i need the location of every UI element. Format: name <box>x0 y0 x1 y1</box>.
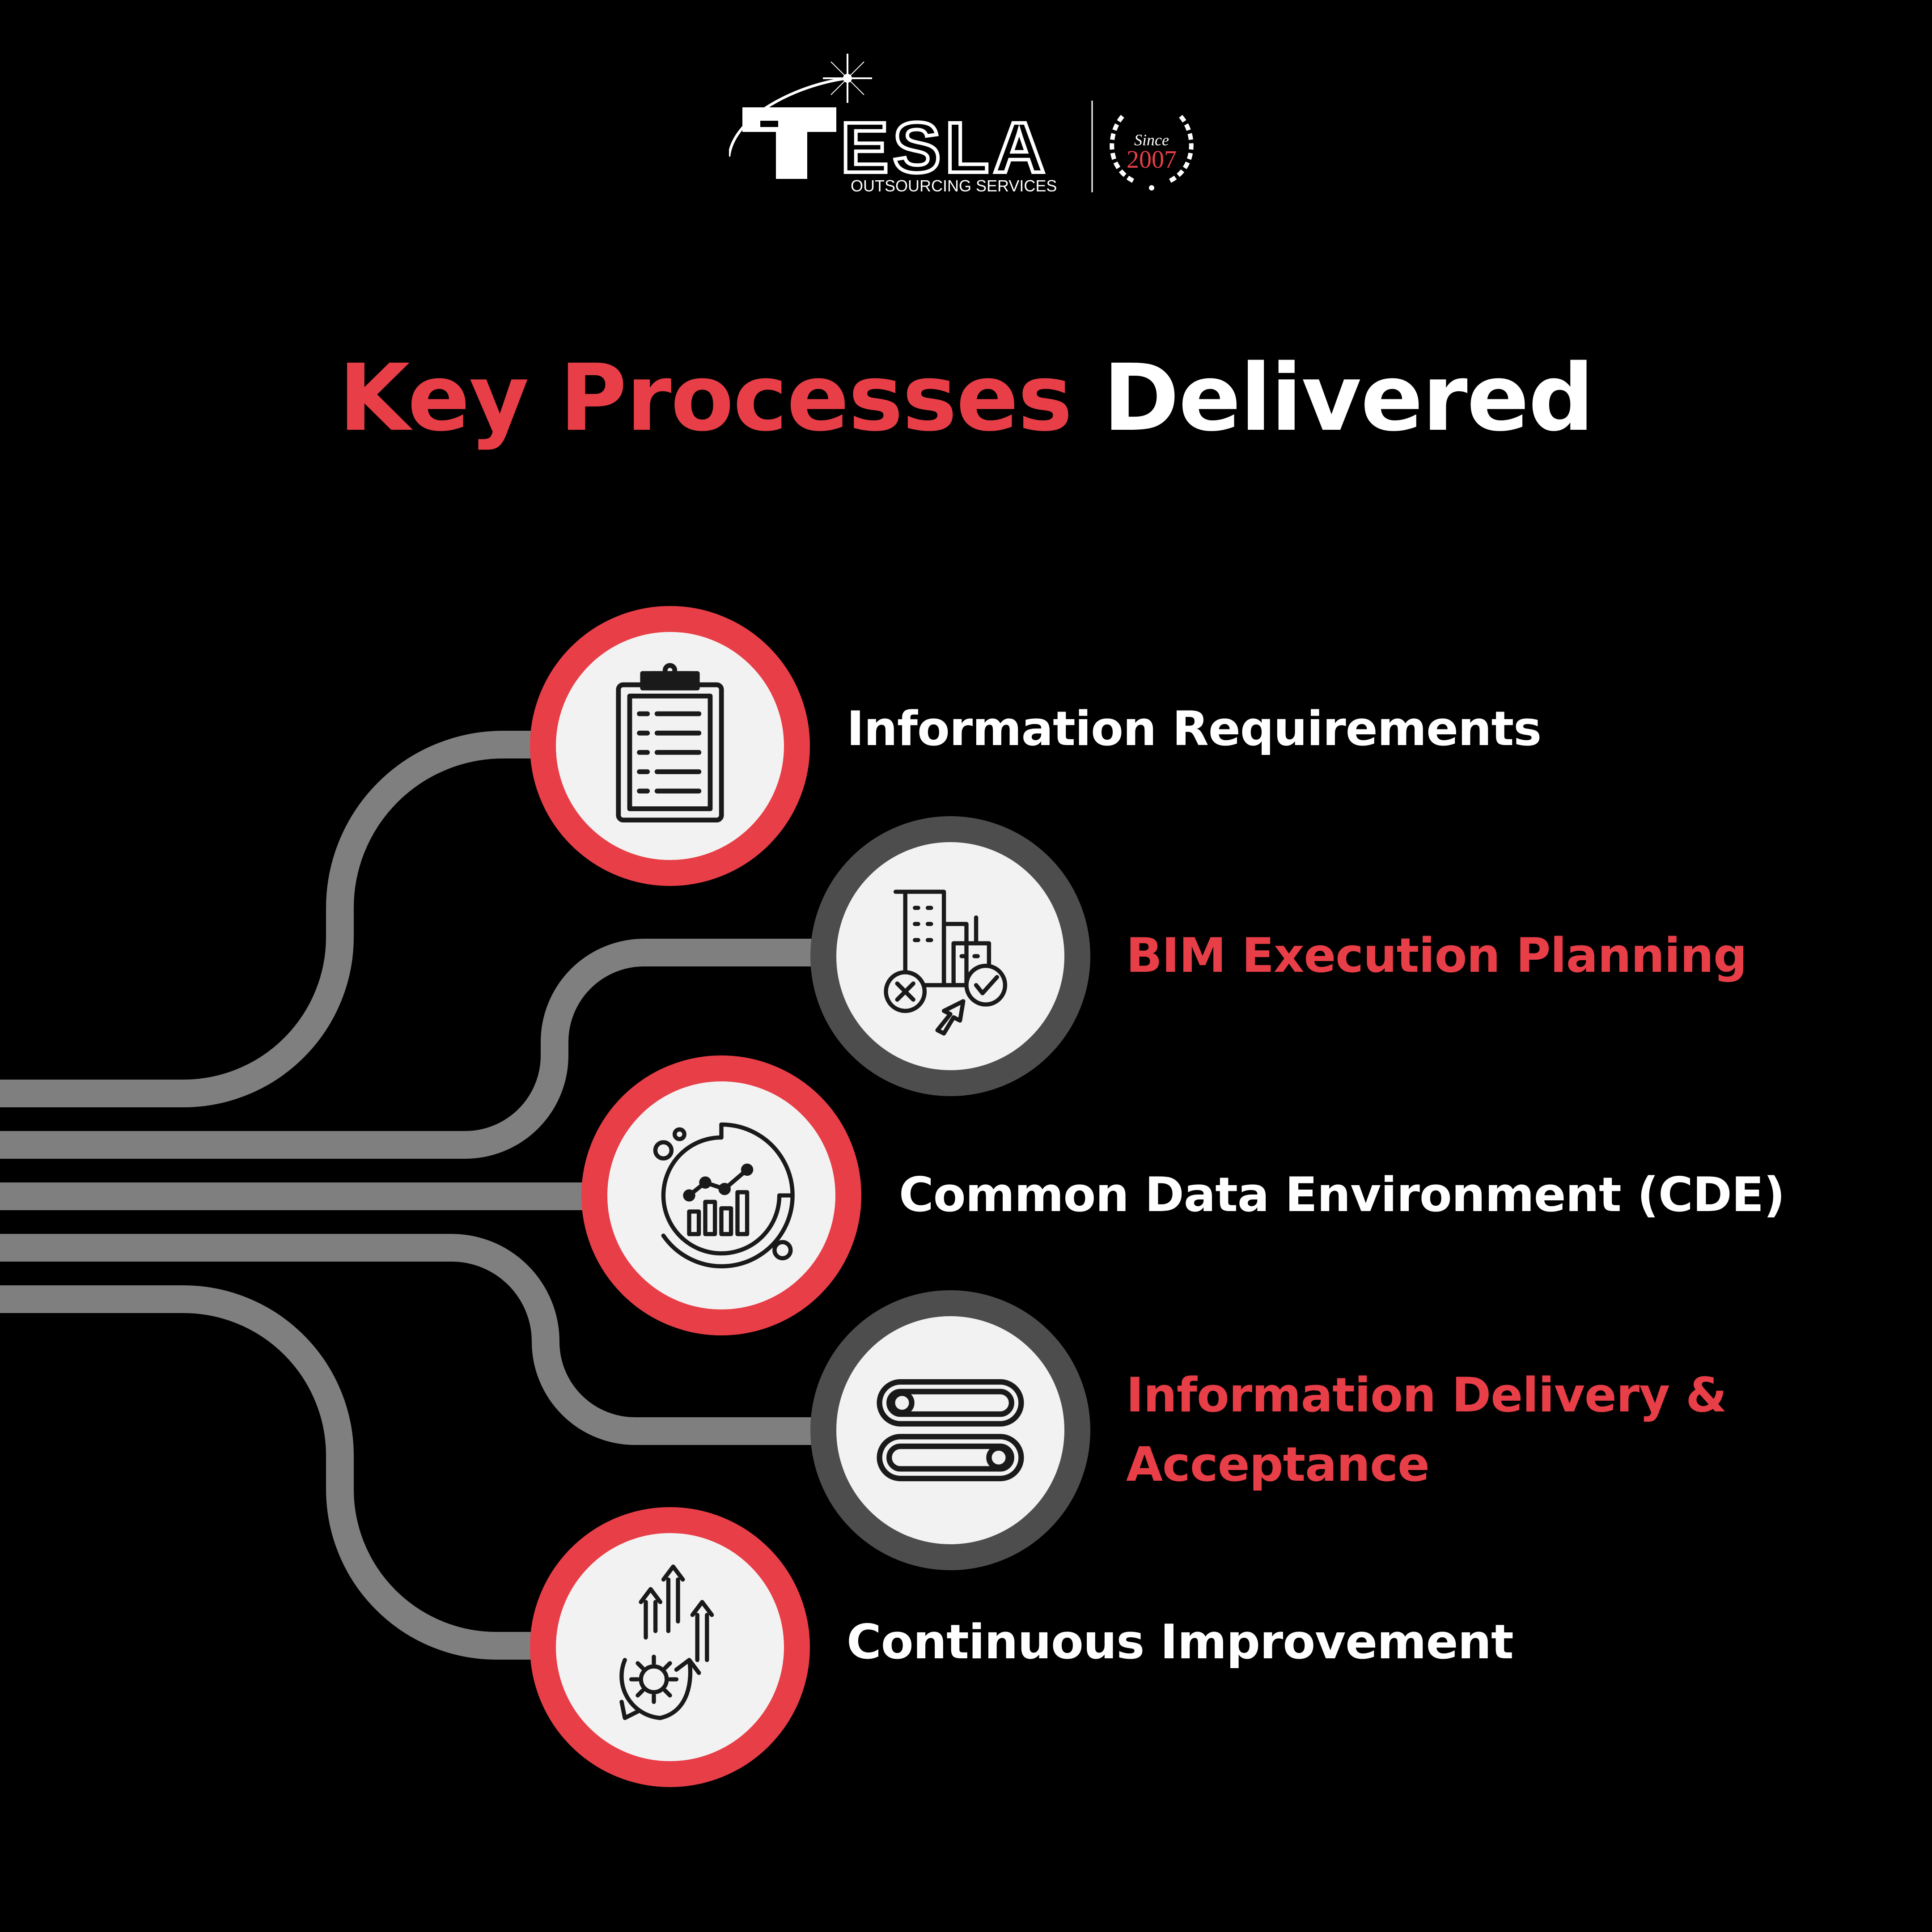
logo-subtitle: OUTSOURCING SERVICES <box>851 177 1057 195</box>
connector-5 <box>0 1285 534 1660</box>
connector-1 <box>0 731 534 1107</box>
since-year: 2007 <box>1127 146 1177 174</box>
step-2-label: BIM Execution Planning <box>1126 928 1747 983</box>
data-analytics-cycle-icon <box>653 1122 795 1269</box>
step-1-label: Information Requirements <box>847 701 1542 756</box>
step-5-label: Continuous Improvement <box>847 1614 1514 1669</box>
step-4-label-line2: Acceptance <box>1126 1437 1430 1492</box>
step-2-circle <box>810 816 1090 1096</box>
company-logo: ESLA OUTSOURCING SERVICES Since 2007 <box>729 54 1203 197</box>
tesla-logo-mark: ESLA OUTSOURCING SERVICES Since 2007 <box>729 54 1194 195</box>
connector-4 <box>0 1234 812 1445</box>
step-4-circle <box>810 1290 1090 1570</box>
step-4-label-line1: Information Delivery & <box>1126 1368 1727 1423</box>
buildings-decision-icon <box>884 890 1008 1036</box>
step-3-circle <box>581 1055 861 1335</box>
step-5-circle <box>530 1507 810 1787</box>
title-accent: Key Processes <box>339 344 1072 452</box>
clipboard-checklist-icon <box>616 663 724 822</box>
page-title: Key Processes Delivered <box>0 340 1932 456</box>
toggle-switches-icon <box>877 1379 1024 1482</box>
title-rest: Delivered <box>1103 344 1594 452</box>
logo-wordmark: ESLA <box>841 107 1050 187</box>
since-badge: Since 2007 <box>1110 114 1194 191</box>
since-label: Since <box>1134 131 1169 149</box>
step-1-circle <box>530 606 810 886</box>
connector-2 <box>0 939 812 1159</box>
gear-growth-arrows-icon <box>619 1564 714 1720</box>
step-3-label: Common Data Environment (CDE) <box>899 1167 1785 1222</box>
